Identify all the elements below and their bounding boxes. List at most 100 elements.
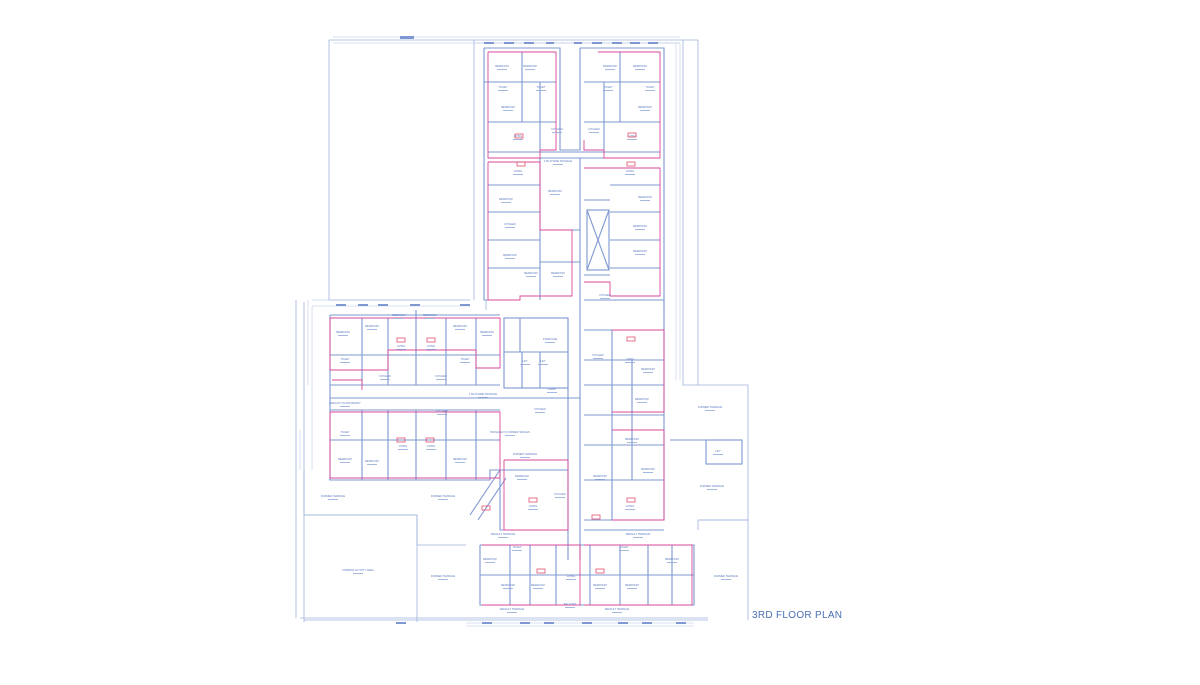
room-label: KITCHEN [436, 409, 448, 413]
room-label: LIVING [514, 134, 523, 138]
room-size-mark [478, 397, 488, 398]
room-size-mark [600, 298, 610, 299]
room-label: FORMED TERRACE [698, 405, 723, 409]
room-size-mark [713, 454, 723, 455]
room-size-mark [645, 90, 655, 91]
room-label: LIFT [540, 359, 546, 363]
room-size-mark [619, 550, 629, 551]
room-label: BEDROOM [336, 330, 349, 334]
room-size-mark [533, 588, 543, 589]
room-size-mark [505, 227, 515, 228]
room-label: BEDROOM [638, 105, 651, 109]
room-size-mark [643, 372, 653, 373]
room-size-mark [625, 174, 635, 175]
room-label: LIVING [399, 444, 408, 448]
room-size-mark [455, 329, 465, 330]
room-label: BEDROOM [523, 64, 536, 68]
room-label: KITCHEN [379, 374, 391, 378]
room-size-mark [340, 435, 350, 436]
unit-tag [396, 337, 406, 343]
room-label: BEDROOM [641, 367, 654, 371]
room-label: TOILET [603, 85, 612, 89]
room-label: BEDROOM [551, 271, 564, 275]
room-label: 1.50 M WIDE PASSAGE [469, 392, 498, 396]
room-size-mark [589, 132, 599, 133]
room-size-mark [501, 202, 511, 203]
room-size-mark [627, 139, 637, 140]
room-label: BEDROOM [365, 324, 378, 328]
room-label: BEDROOM [365, 459, 378, 463]
room-label: LIVING [427, 444, 436, 448]
room-label: KITCHEN [554, 492, 566, 496]
room-label: BEDROOM [633, 64, 646, 68]
room-label: LIVING [529, 504, 538, 508]
room-size-mark [394, 318, 404, 319]
room-size-mark [625, 509, 635, 510]
room-size-mark [513, 139, 523, 140]
room-label: BEDROOM [633, 249, 646, 253]
room-label: TOILET [645, 85, 654, 89]
room-size-mark [455, 462, 465, 463]
room-size-mark [498, 90, 508, 91]
room-label: BEDROOM [625, 583, 638, 587]
room-label: DEFAULT FSI BOUNDARY [329, 401, 361, 405]
room-label: BEDROOM [665, 557, 678, 561]
unit-tag [626, 336, 636, 342]
room-size-mark [513, 174, 523, 175]
room-size-mark [517, 479, 527, 480]
room-label: KITCHEN [504, 222, 516, 226]
room-label: BEDROOM [392, 313, 405, 317]
room-label: DEFAULT TERRACE [491, 532, 516, 536]
room-label: LIVING [626, 169, 635, 173]
room-size-mark [338, 335, 348, 336]
room-label: DEFAULT TERRACE [500, 607, 525, 611]
room-label: BEDROOM [531, 583, 544, 587]
room-label: BEDROOM [548, 189, 561, 193]
room-size-mark [398, 449, 408, 450]
site-outline [295, 39, 749, 622]
room-size-mark [547, 392, 557, 393]
room-size-mark [512, 550, 522, 551]
room-label: TOILET [340, 430, 349, 434]
room-label: FORMED TERRACE [431, 574, 456, 578]
room-size-mark [340, 406, 350, 407]
room-label: TOILET [340, 357, 349, 361]
room-size-mark [528, 509, 538, 510]
room-label: BEDROOM [480, 330, 493, 334]
room-label: KITCHEN [551, 127, 563, 131]
unit-tag [536, 568, 546, 574]
unit-tag [514, 133, 524, 139]
room-label: LIVING [628, 134, 637, 138]
room-size-mark [555, 497, 565, 498]
room-label: BEDROOM [515, 474, 528, 478]
room-size-mark [535, 412, 545, 413]
room-size-mark [340, 362, 350, 363]
room-size-mark [485, 562, 495, 563]
room-size-mark [667, 562, 677, 563]
room-size-mark [595, 479, 605, 480]
room-size-mark [635, 229, 645, 230]
room-label: BEDROOM [593, 474, 606, 478]
room-label: KITCHEN [599, 293, 611, 297]
room-size-mark [328, 499, 338, 500]
room-size-mark [637, 402, 647, 403]
room-size-mark [340, 462, 350, 463]
unit-tag [626, 497, 636, 503]
unit-tag [516, 161, 526, 167]
room-label: BEDROOM [495, 64, 508, 68]
room-label: LIFT [715, 449, 721, 453]
unit-tag [595, 568, 605, 574]
room-label: BEDROOM [524, 271, 537, 275]
room-label: BEDROOM [641, 467, 654, 471]
room-label: TOILET [619, 545, 628, 549]
room-size-mark [367, 464, 377, 465]
room-label: BEDROOM [423, 313, 436, 317]
room-label: FORMED TERRACE [513, 452, 538, 456]
room-label: BEDROOM [633, 224, 646, 228]
room-label: DEFAULT TERRACE [626, 532, 651, 536]
room-size-mark [635, 69, 645, 70]
room-size-mark [436, 379, 446, 380]
room-size-mark [505, 435, 515, 436]
unit-tag [528, 497, 538, 503]
